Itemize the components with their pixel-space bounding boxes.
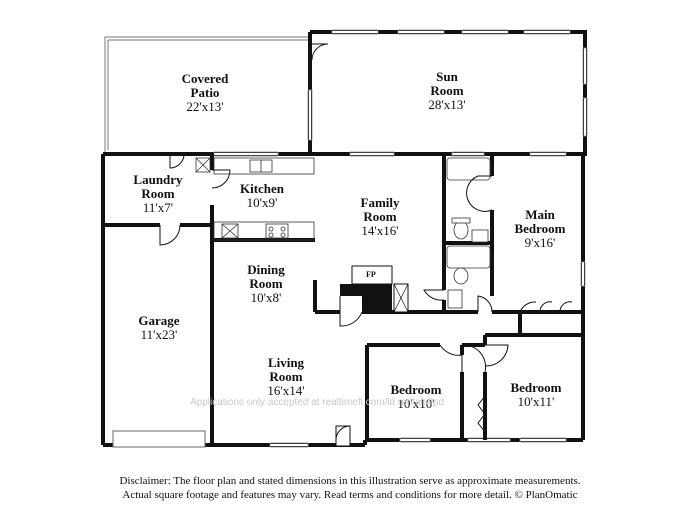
bathroom-fixtures [446,157,491,309]
living-room-label: Living Room 16'x14' [267,355,305,398]
disclaimer-line-1: Disclaimer: The floor plan and stated di… [119,475,581,487]
exterior-windows [214,153,584,446]
covered-patio-label: Covered Patio 22'x13' [181,71,229,114]
fireplace [340,265,409,313]
entry-door [335,425,351,447]
sun-room-door [311,43,329,61]
fireplace-label: FP [366,270,376,279]
garage-door [112,430,206,448]
kitchen-label: Kitchen 10'x9' [239,181,285,210]
bedroom-label: Bedroom 10'x10' [390,382,442,411]
covered-patio-outline [104,36,310,152]
door-swings [159,153,573,433]
family-room-label: Family Room 14'x16' [360,195,400,238]
kitchen-fixtures [195,157,315,241]
exterior-window-frames [213,151,586,448]
main-bedroom-label: Main Bedroom 9'x16' [514,207,566,250]
disclaimer-line-2: Actual square footage and features may v… [122,489,578,501]
sun-room-window-frames [307,29,588,141]
sun-room-label: Sun Room 28'x13' [428,69,466,112]
garage-label: Garage 11'x23' [138,313,180,342]
bedroom-label: Bedroom 10'x11' [510,380,562,409]
watermark-text: Applications only accepted at realtimefl… [190,397,445,408]
disclaimer: Disclaimer: The floor plan and stated di… [0,474,700,502]
dining-room-label: Dining Room 10'x8' [247,262,285,305]
sun-room-windows [309,31,586,140]
laundry-room-label: Laundry Room 11'x7' [133,172,183,215]
